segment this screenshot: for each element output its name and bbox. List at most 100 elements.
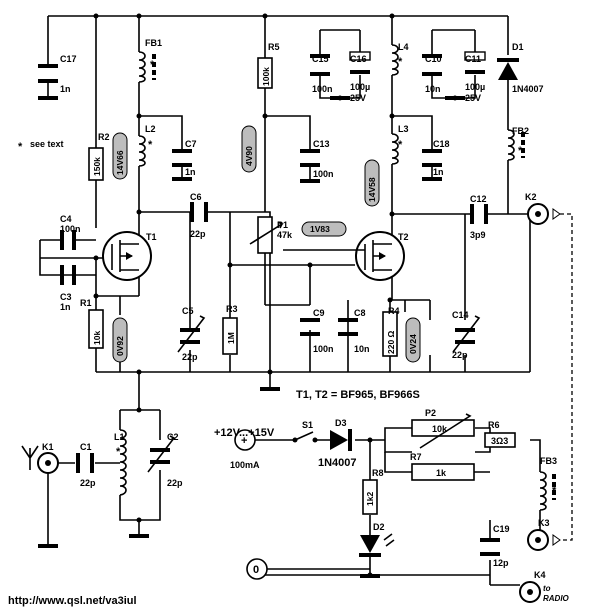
fb3-mark: *: [552, 485, 557, 497]
c11-ref: C11: [465, 54, 481, 64]
d3-value: 1N4007: [318, 457, 357, 469]
c10-ref: C10: [425, 54, 442, 64]
v2: 4V90: [244, 146, 254, 166]
c18-value: 1n: [433, 167, 444, 177]
c14-ref: C14: [452, 310, 469, 320]
l4-mark: *: [398, 56, 403, 68]
k4-note: to: [543, 584, 551, 593]
fb2-ref: FB2: [512, 126, 529, 136]
r7-value: 1k: [436, 468, 447, 478]
p1-ref: P1: [277, 220, 288, 230]
k3-ref: K3: [538, 518, 550, 528]
t1-ref: T1: [146, 232, 157, 242]
c1-value: 22p: [80, 478, 96, 488]
c8-value: 10n: [354, 344, 370, 354]
r4-value: 220 Ω: [386, 330, 396, 354]
inductor-symbols: [119, 44, 556, 511]
r2-ref: R2: [98, 132, 110, 142]
l2-mark: *: [148, 139, 153, 151]
c6-ref: C6: [190, 192, 202, 202]
k2-ref: K2: [525, 192, 537, 202]
k4-ref: K4: [534, 570, 546, 580]
c7-value: 1n: [185, 167, 196, 177]
v4: 14V58: [367, 177, 377, 202]
plus-sign: +: [241, 435, 247, 447]
l2-ref: L2: [145, 124, 156, 134]
c14-value: 22p: [452, 350, 468, 360]
c12-value: 3p9: [470, 230, 486, 240]
c6-value: 22p: [190, 229, 206, 239]
c17-ref: C17: [60, 54, 77, 64]
c16-rating: 25V: [350, 93, 366, 103]
c3-value: 1n: [60, 302, 71, 312]
wires: [39, 15, 573, 585]
c4-ref: C4: [60, 214, 72, 224]
r7-ref: R7: [410, 452, 422, 462]
r3-value: 1M: [226, 332, 236, 344]
l1-ref: L1: [114, 432, 125, 442]
diode-symbols: [330, 58, 519, 557]
c9-value: 100n: [313, 344, 334, 354]
c15-value: 100n: [312, 84, 333, 94]
c15-ref: C15: [312, 54, 329, 64]
c16-value: 100µ: [350, 82, 370, 92]
c5-value: 22p: [182, 352, 198, 362]
c4-value: 100n: [60, 224, 81, 234]
transistors-note: T1, T2 = BF965, BF966S: [296, 389, 420, 401]
capacitor-symbols: [38, 51, 500, 556]
r6-ref: R6: [488, 420, 500, 430]
k1-ref: K1: [42, 442, 54, 452]
l3-mark: *: [398, 139, 403, 151]
c10-value: 10n: [425, 84, 441, 94]
c7-ref: C7: [185, 139, 197, 149]
r1-ref: R1: [80, 298, 92, 308]
p1-value: 47k: [277, 230, 293, 240]
c17-value: 1n: [60, 84, 71, 94]
k4-note2: RADIO: [543, 594, 570, 603]
d1-ref: D1: [512, 42, 524, 52]
fb2-mark: *: [518, 145, 523, 157]
c16-ref: C16: [350, 54, 367, 64]
fb3-ref: FB3: [540, 456, 557, 466]
v6: 0V24: [408, 334, 418, 354]
c3-ref: C3: [60, 292, 72, 302]
r8-ref: R8: [372, 468, 384, 478]
resistor-symbols: [88, 57, 516, 515]
t2-ref: T2: [398, 232, 409, 242]
r5-ref: R5: [268, 42, 280, 52]
p2-ref: P2: [425, 408, 436, 418]
voltage-pills: [112, 125, 421, 363]
l3-ref: L3: [398, 124, 409, 134]
v5: 0V92: [115, 336, 125, 356]
c19-ref: C19: [493, 524, 510, 534]
c11-rating: 25V: [465, 93, 481, 103]
supply-current: 100mA: [230, 460, 260, 470]
r5-value: 100k: [261, 67, 271, 86]
d2-ref: D2: [373, 522, 385, 532]
fb1-mark: *: [150, 59, 155, 71]
c19-value: 12p: [493, 558, 509, 568]
transistor-symbols: [102, 231, 405, 281]
asterisk-note: *: [18, 141, 23, 153]
r3-ref: R3: [226, 304, 238, 314]
p2-value: 10k: [432, 424, 448, 434]
v3: 1V83: [310, 224, 330, 234]
r4-ref: R4: [388, 306, 400, 316]
fb1-ref: FB1: [145, 38, 162, 48]
r6-value: 3Ω3: [491, 436, 508, 446]
source-url: http://www.qsl.net/va3iul: [8, 595, 137, 607]
c2-value: 22p: [167, 478, 183, 488]
zero-terminal-label: 0: [253, 564, 259, 576]
r8-value: 1k2: [365, 492, 375, 506]
c12-ref: C12: [470, 194, 487, 204]
ground-symbols: [38, 96, 465, 578]
v1: 14V66: [115, 150, 125, 175]
junctions: [93, 13, 458, 578]
l4-ref: L4: [398, 42, 409, 52]
c13-value: 100n: [313, 169, 334, 179]
c1-ref: C1: [80, 442, 92, 452]
c2-ref: C2: [167, 432, 179, 442]
supply-voltage: +12V...+15V: [214, 427, 275, 439]
c13-ref: C13: [313, 139, 330, 149]
